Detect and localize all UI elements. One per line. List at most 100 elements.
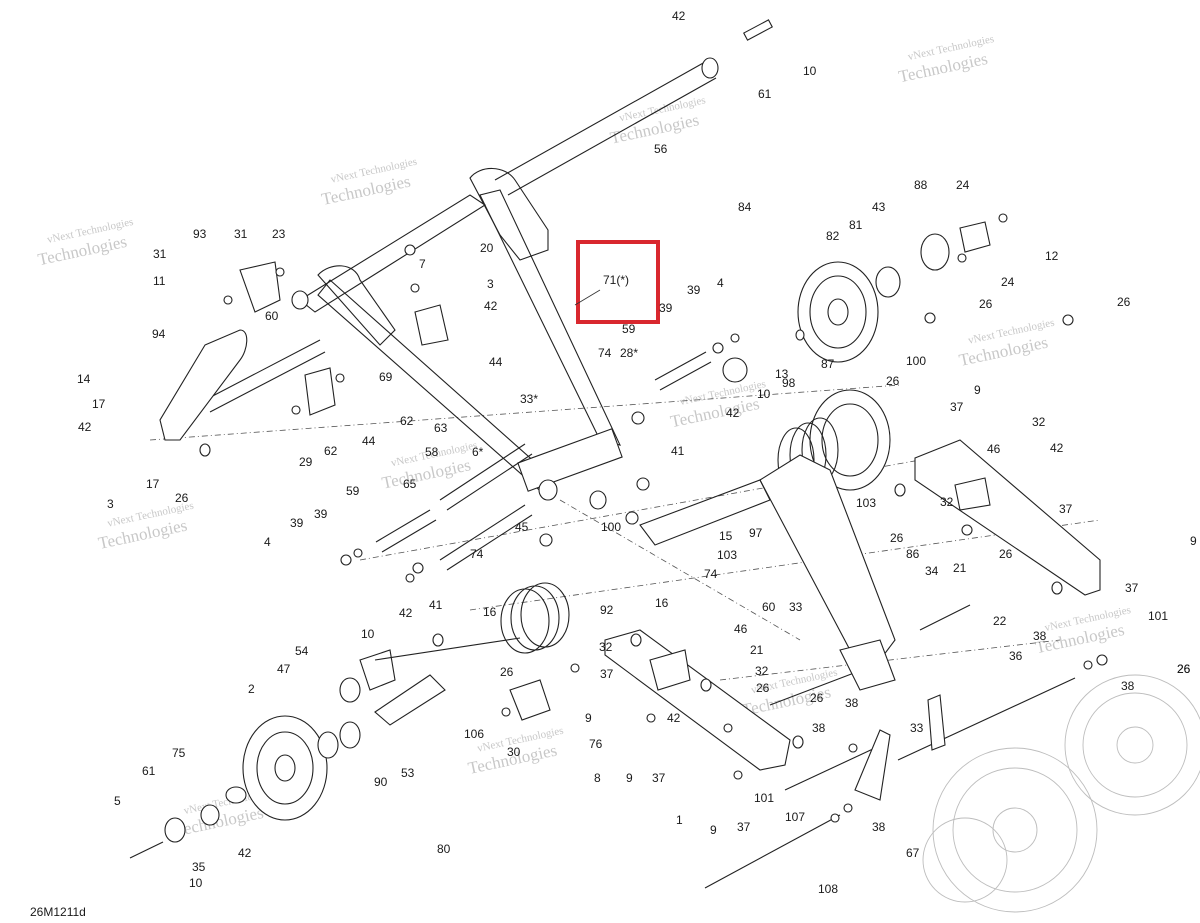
callout-label: 29 [299,455,313,469]
callout-label: 37 [737,820,751,834]
callout-label: 63 [434,421,448,435]
callout-label: 34 [925,564,939,578]
callout-label: 43 [872,200,886,214]
callout-label: 46 [734,622,748,636]
callout-label: 90 [374,775,388,789]
callout-label: 38 [845,696,859,710]
callout-label: 103 [856,496,876,510]
callout-label: 32 [755,664,769,678]
callout-label: 76 [589,737,603,751]
callout-label: 26 [1117,295,1131,309]
callout-label: 26 [1177,662,1191,676]
callout-label: 9 [1190,534,1197,548]
callout-label: 26 [175,491,189,505]
callout-label: 17 [92,397,106,411]
callout-label: 33* [520,392,538,406]
callout-label: 26 [500,665,514,679]
callout-label: 38 [1033,629,1047,643]
callout-label: 74 [470,547,484,561]
callout-label: 65 [403,477,417,491]
callout-label: 59 [622,322,636,336]
callout-label: 59 [346,484,360,498]
right-slide-bracket [914,439,1101,596]
callout-label: 46 [987,442,1001,456]
callout-label: 4 [264,535,271,549]
callout-label: 21 [953,561,967,575]
callout-label: 44 [489,355,503,369]
callout-label: 98 [782,376,796,390]
hardware [199,213,1108,823]
spring-wheel-assembly [500,389,891,654]
callout-label: 101 [754,791,774,805]
callout-label: 36 [1009,649,1023,663]
centerlines [149,384,1101,681]
watermark: vNext Technologies Technologies [36,216,134,269]
callout-label: 38 [812,721,826,735]
callout-label: 32 [940,495,954,509]
callout-label: 97 [749,526,763,540]
callout-label: 47 [277,662,291,676]
callout-label: 7 [419,257,426,271]
highlight-leader [574,289,601,306]
callout-label: 13 [775,367,789,381]
highlight-label: 71(*) [603,273,629,287]
callout-label: 16 [483,605,497,619]
callout-label: 26 [810,691,824,705]
callout-label: 2 [248,682,255,696]
callout-label: 14 [77,372,91,386]
callout-label: 37 [600,667,614,681]
callout-label: 42 [78,420,92,434]
callout-label: 61 [758,87,772,101]
callout-label: 9 [626,771,633,785]
callout-label: 67 [906,846,920,860]
callout-label: 86 [906,547,920,561]
callout-label: 17 [146,477,160,491]
callout-label: 37 [950,400,964,414]
callout-label: 54 [295,644,309,658]
callout-label: 42 [726,406,740,420]
callout-label: 3 [107,497,114,511]
callout-label: 53 [401,766,415,780]
ghost-wheels [922,674,1200,913]
rear-arm [639,454,896,691]
callout-label: 10 [757,387,771,401]
watermark: vNext Technologies Technologies [669,378,767,431]
callout-label: 94 [152,327,166,341]
callout-label: 42 [672,9,686,23]
callout-label: 44 [362,434,376,448]
callout-label: 41 [671,444,685,458]
callout-label: 22 [993,614,1007,628]
callout-label: 26 [1177,662,1191,676]
callout-label: 6* [472,445,484,459]
upper-shaft [494,19,773,196]
callout-label: 62 [324,444,338,458]
callout-label: 42 [399,606,413,620]
callout-label: 93 [193,227,207,241]
callout-label: 42 [484,299,498,313]
callout-label: 80 [437,842,451,856]
callout-label: 74 [598,346,612,360]
callout-label: 26 [999,547,1013,561]
callout-label: 38 [1121,679,1135,693]
callout-label: 26 [979,297,993,311]
callout-label: 39 [290,516,304,530]
callout-label: 37 [1125,581,1139,595]
callout-label: 106 [464,727,484,741]
callout-label: 15 [719,529,733,543]
callout-label: 107 [785,810,805,824]
watermark: vNext Technologies Technologies [320,156,418,209]
callout-label: 92 [600,603,614,617]
callout-label: 30 [507,745,521,759]
callout-label: 24 [956,178,970,192]
callout-label: 61 [142,764,156,778]
callout-label: 4 [717,276,724,290]
front-lower-assembly [129,637,551,859]
watermark: vNext Technologies Technologies [957,317,1055,370]
callout-label: 32 [1032,415,1046,429]
rear-bracket [854,694,946,801]
callout-label: 11 [153,274,166,288]
callout-label: 33 [789,600,803,614]
callout-label: 26 [890,531,904,545]
